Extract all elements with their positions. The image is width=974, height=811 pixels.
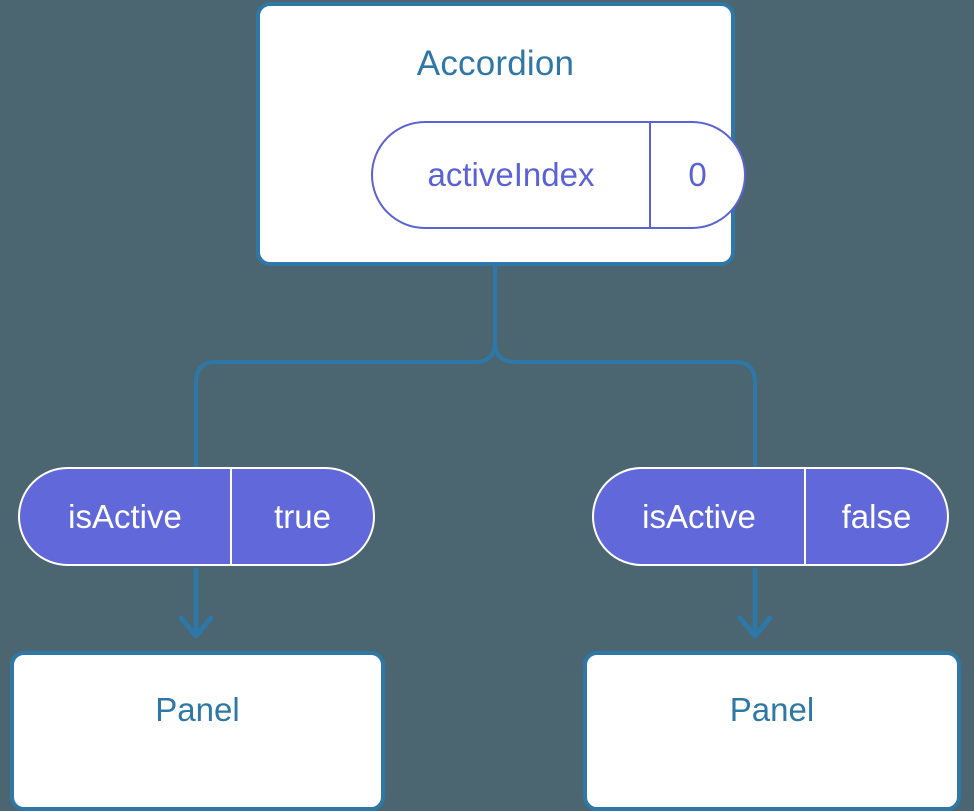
prop-pill-key: isActive [20,469,232,564]
prop-pill-key: isActive [594,469,806,564]
arrow-head-left [178,615,214,639]
prop-pill-isactive-false[interactable]: isActive false [592,467,949,566]
component-title: Panel [155,690,240,728]
component-title: Panel [729,690,815,728]
connector-root-to-right [493,266,757,467]
component-card-accordion[interactable]: Accordion activeIndex 0 [256,2,746,266]
prop-pill-value: true [274,497,331,535]
state-pill-key: activeIndex [373,123,651,227]
prop-pill-isactive-true[interactable]: isActive true [18,467,375,566]
state-pill-value: 0 [688,156,707,193]
component-title: Accordion [416,44,575,83]
prop-pill-value: false [841,497,912,535]
connector-root-to-left [194,266,497,467]
arrow-head-right [737,615,773,639]
state-pill-activeindex[interactable]: activeIndex 0 [371,121,746,229]
diagram-canvas: Accordion activeIndex 0 isActive true is… [10,2,961,811]
component-card-panel-right[interactable]: Panel [583,651,961,811]
component-card-panel-left[interactable]: Panel [10,651,385,811]
